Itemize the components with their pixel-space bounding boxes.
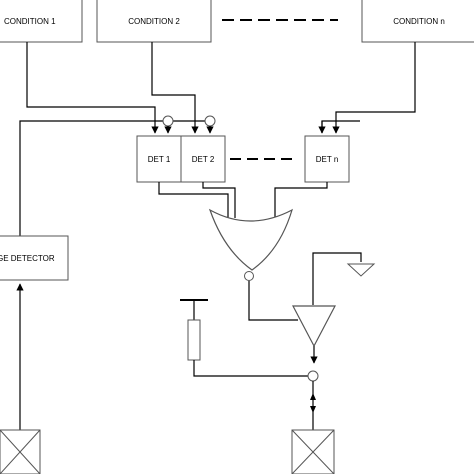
condition-1-block: CONDITION 1 [0,0,83,43]
arrow-up [310,393,316,400]
wire-edge-detector-feedback [19,120,210,236]
condition-2-block: CONDITION 2 [96,0,212,43]
arrow-down [310,406,316,413]
wire-det-n-out [274,182,328,218]
wire-det-1-out [158,182,229,218]
det-2-block: DET 2 [180,135,226,183]
resistor [187,319,201,361]
wire-resistor-to-junction [193,360,309,377]
condition-1-label: CONDITION 1 [4,17,56,26]
condition-2-label: CONDITION 2 [128,17,180,26]
det-1-block: DET 1 [136,135,182,183]
edge-detector-label: GE DETECTOR [0,254,55,263]
condition-n-block: CONDITION n [361,0,474,43]
wire-det-n-second-input [321,120,360,133]
nor-output-bubble [244,271,254,281]
det-n-label: DET n [316,155,339,164]
wire-condition-2 [151,42,199,134]
wire-condition-1 [26,42,159,134]
inverter-bubble-det-1 [162,115,174,127]
wire-amplifier-ground [312,252,362,305]
det-1-label: DET 1 [148,155,171,164]
det-n-block: DET n [304,135,350,183]
terminal-left [0,429,41,474]
wire-det-2-out [202,182,236,218]
nor-gate [208,208,293,281]
inverter-bubble-det-2 [204,115,216,127]
wire-gate-to-amplifier [248,281,298,321]
det-2-label: DET 2 [192,155,215,164]
ground-symbol [346,263,376,277]
condition-n-label: CONDITION n [393,17,445,26]
junction-node [307,370,319,382]
wire-condition-n [332,42,416,134]
terminal-right [291,429,335,474]
edge-detector-block: GE DETECTOR [0,235,69,281]
amplifier-triangle [292,305,336,348]
